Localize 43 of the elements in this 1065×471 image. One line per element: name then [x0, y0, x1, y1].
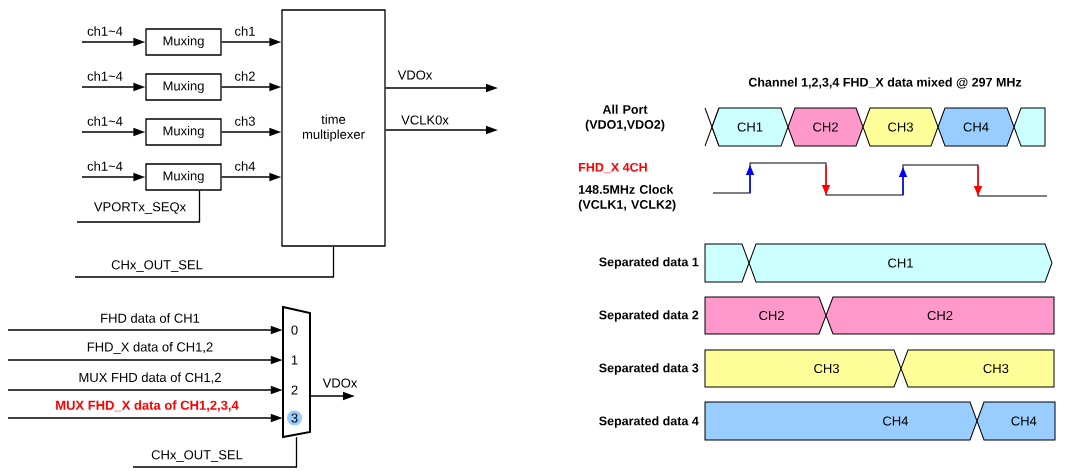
- signal-label: ch1~4: [87, 26, 123, 36]
- process-box: Muxing: [145, 28, 222, 56]
- row-label: Separated data 2: [599, 310, 699, 322]
- process-box: Muxing: [145, 118, 222, 146]
- row-label: FHD_X 4CH: [579, 162, 647, 174]
- signal-label: ch4: [235, 161, 256, 171]
- signal-label: VDOx: [397, 70, 433, 80]
- signal-label: MUX FHD data of CH1,2: [79, 372, 221, 384]
- signal-label: FHD_X data of CH1,2: [87, 342, 213, 354]
- signal-label: FHD data of CH1: [101, 313, 200, 323]
- signal-label: ch1~4: [87, 71, 123, 81]
- signal-label: ch2: [235, 71, 255, 81]
- row-label: 148.5MHz Clock (VCLK1, VCLK2): [578, 184, 676, 212]
- row-label: Separated data 3: [599, 363, 699, 375]
- multiplexer-block: time multiplexer: [281, 9, 386, 247]
- data-segment: CH4: [976, 401, 1056, 441]
- signal-label: CHx_OUT_SEL: [111, 260, 203, 272]
- data-segment: CH2: [787, 107, 864, 147]
- signal-label: VDOx: [322, 378, 358, 388]
- data-segment: CH4: [937, 107, 1015, 147]
- data-segment: CH3: [900, 349, 1055, 388]
- row-label: Separated data 1: [599, 257, 699, 269]
- signal-line: [74, 246, 335, 278]
- signal-line: [132, 436, 298, 468]
- signal-label: VPORTx_SEQx: [93, 202, 186, 214]
- process-box: Muxing: [145, 163, 222, 191]
- data-segment: CH1: [711, 107, 789, 147]
- signal-label: ch1: [235, 26, 255, 36]
- signal-label: MUX FHD_X data of CH1,2,3,4: [56, 400, 239, 412]
- signal-line: [76, 190, 201, 223]
- signal-label: VCLK0x: [401, 115, 449, 125]
- data-segment: CH2: [825, 296, 1055, 335]
- data-segment: CH3: [704, 349, 902, 388]
- process-box: Muxing: [145, 73, 222, 101]
- timing-label: Channel 1,2,3,4 FHD_X data mixed @ 297 MHz: [748, 77, 1022, 89]
- row-label: Separated data 4: [599, 416, 699, 428]
- data-segment: CH3: [862, 107, 939, 147]
- data-segment: CH2: [704, 296, 827, 335]
- signal-label: ch1~4: [87, 161, 123, 171]
- signal-label: ch1~4: [87, 116, 123, 126]
- row-label: All Port (VDO1,VDO2): [585, 104, 665, 132]
- signal-label: ch3: [235, 116, 255, 126]
- signal-label: CHx_OUT_SEL: [151, 450, 243, 462]
